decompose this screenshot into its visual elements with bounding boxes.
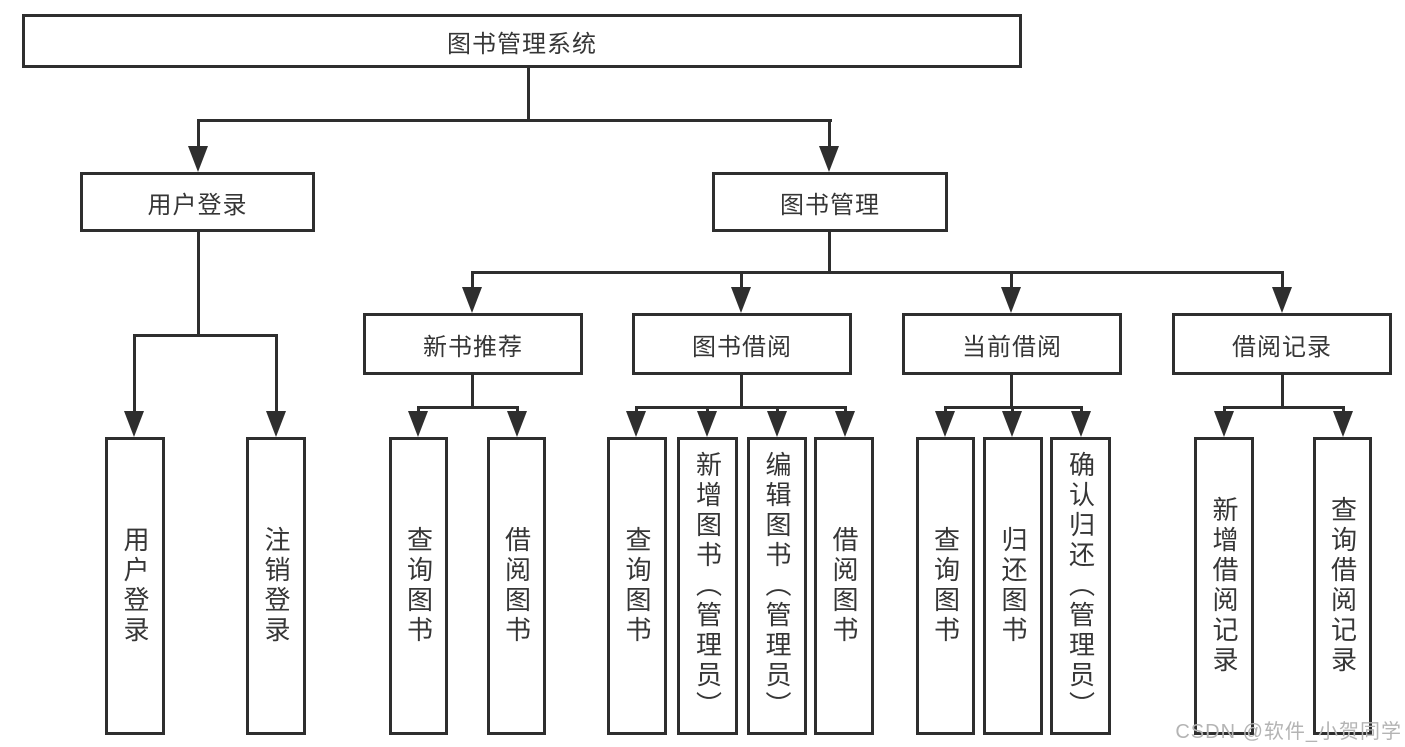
arrowhead-down-icon <box>767 411 787 437</box>
arrowhead-down-icon <box>1001 287 1021 313</box>
leaf-label: 借阅图书 <box>829 526 859 646</box>
arrowhead-down-icon <box>935 411 955 437</box>
connector-line <box>516 406 519 415</box>
connector-line <box>1281 375 1284 409</box>
connector-line <box>844 406 847 415</box>
connector-line <box>197 119 832 122</box>
connector-line <box>1011 406 1014 415</box>
node-borrow-record-label: 借阅记录 <box>1232 333 1332 361</box>
node-root: 图书管理系统 <box>22 14 1022 68</box>
arrowhead-down-icon <box>1002 411 1022 437</box>
leaf-borrow-books-2: 借阅图书 <box>814 437 874 735</box>
connector-line <box>197 119 200 151</box>
arrowhead-down-icon <box>819 146 839 172</box>
connector-line <box>635 406 847 409</box>
leaf-label: 新增图书（管理员） <box>692 451 723 721</box>
connector-line <box>776 406 779 415</box>
connector-line <box>1010 271 1013 291</box>
node-current-borrow: 当前借阅 <box>902 313 1122 375</box>
node-book-mgmt-label: 图书管理 <box>780 191 880 219</box>
connector-line <box>133 334 278 337</box>
leaf-confirm-return-admin: 确认归还（管理员） <box>1050 437 1111 735</box>
connector-line <box>1223 406 1226 415</box>
node-root-label: 图书管理系统 <box>447 30 597 58</box>
connector-line <box>527 68 530 121</box>
connector-line <box>1080 406 1083 415</box>
leaf-label: 新增借阅记录 <box>1209 496 1239 676</box>
connector-line <box>471 271 474 291</box>
arrowhead-down-icon <box>731 287 751 313</box>
arrowhead-down-icon <box>835 411 855 437</box>
arrowhead-down-icon <box>1333 411 1353 437</box>
connector-line <box>1223 406 1345 409</box>
node-book-mgmt: 图书管理 <box>712 172 948 232</box>
leaf-query-books-3: 查询图书 <box>916 437 975 735</box>
node-user-login-label: 用户登录 <box>147 191 248 219</box>
arrowhead-down-icon <box>697 411 717 437</box>
connector-line <box>1342 406 1345 415</box>
arrowhead-down-icon <box>626 411 646 437</box>
leaf-edit-book-admin: 编辑图书（管理员） <box>747 437 807 735</box>
connector-line <box>197 232 200 336</box>
connector-line <box>828 119 831 151</box>
node-new-book-label: 新书推荐 <box>423 333 523 361</box>
connector-line <box>1281 271 1284 291</box>
arrowhead-down-icon <box>1272 287 1292 313</box>
leaf-query-books-1: 查询图书 <box>389 437 448 735</box>
connector-line <box>275 334 278 414</box>
leaf-add-book-admin: 新增图书（管理员） <box>677 437 738 735</box>
arrowhead-down-icon <box>462 287 482 313</box>
node-borrow-record: 借阅记录 <box>1172 313 1392 375</box>
leaf-label: 查询借阅记录 <box>1327 496 1358 676</box>
connector-line <box>133 334 136 414</box>
arrowhead-down-icon <box>1214 411 1234 437</box>
leaf-label: 查询图书 <box>622 526 652 646</box>
arrowhead-down-icon <box>408 411 428 437</box>
leaf-label: 用户登录 <box>120 526 150 646</box>
node-book-borrow: 图书借阅 <box>632 313 852 375</box>
leaf-label: 借阅图书 <box>501 526 532 646</box>
node-book-borrow-label: 图书借阅 <box>692 333 792 361</box>
arrowhead-down-icon <box>507 411 527 437</box>
node-current-borrow-label: 当前借阅 <box>962 333 1062 361</box>
connector-line <box>471 271 1284 274</box>
arrowhead-down-icon <box>1071 411 1091 437</box>
arrowhead-down-icon <box>188 146 208 172</box>
node-user-login: 用户登录 <box>80 172 315 232</box>
leaf-query-borrow-record: 查询借阅记录 <box>1313 437 1372 735</box>
leaf-add-borrow-record: 新增借阅记录 <box>1194 437 1254 735</box>
connector-line <box>944 406 947 415</box>
leaf-label: 编辑图书（管理员） <box>762 451 792 721</box>
connector-line <box>471 375 474 409</box>
leaf-label: 确认归还（管理员） <box>1065 451 1096 721</box>
arrowhead-down-icon <box>124 411 144 437</box>
leaf-user-login: 用户登录 <box>105 437 165 735</box>
connector-line <box>740 271 743 291</box>
connector-line <box>635 406 638 415</box>
connector-line <box>417 406 420 415</box>
leaf-label: 归还图书 <box>998 526 1028 646</box>
leaf-borrow-books-1: 借阅图书 <box>487 437 546 735</box>
leaf-label: 查询图书 <box>403 526 434 646</box>
arrowhead-down-icon <box>266 411 286 437</box>
connector-line <box>828 232 831 274</box>
connector-line <box>706 406 709 415</box>
leaf-return-book: 归还图书 <box>983 437 1043 735</box>
node-new-book: 新书推荐 <box>363 313 583 375</box>
connector-line <box>740 375 743 409</box>
connector-line <box>417 406 519 409</box>
leaf-query-books-2: 查询图书 <box>607 437 667 735</box>
leaf-logout: 注销登录 <box>246 437 306 735</box>
leaf-label: 注销登录 <box>261 526 291 646</box>
watermark: CSDN @软件_小贺同学 <box>1175 721 1402 743</box>
connector-line <box>1010 375 1013 409</box>
leaf-label: 查询图书 <box>930 526 961 646</box>
